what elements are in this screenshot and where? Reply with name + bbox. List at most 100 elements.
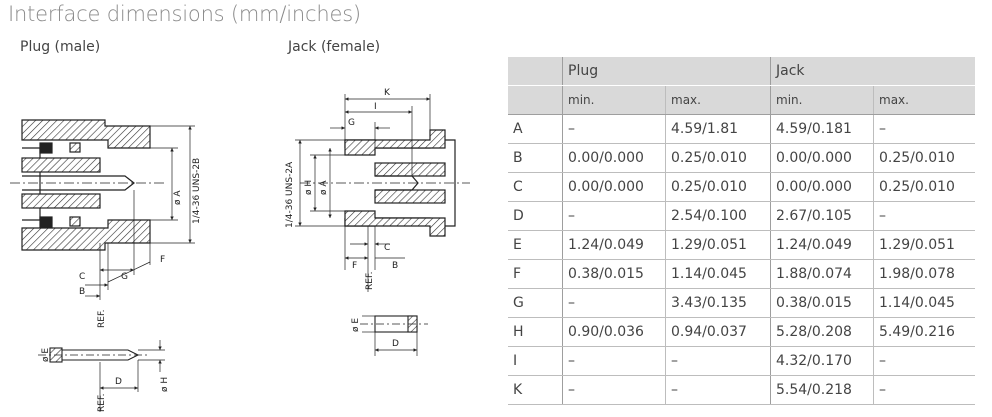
technical-drawing: ø A 1/4-36 UNS-2B C G F B REF. ø E D ø H… xyxy=(10,88,470,412)
jack-label-H: ø H xyxy=(304,180,314,195)
cell: 1.14/0.045 xyxy=(873,288,975,318)
cell: – xyxy=(562,288,666,318)
cell: – xyxy=(665,375,771,405)
jack-label-D: D xyxy=(392,339,399,349)
cell: 4.59/0.181 xyxy=(770,114,874,144)
table-sub-header: min. max. min. max. xyxy=(508,85,975,115)
cell: 0.00/0.000 xyxy=(562,172,666,202)
cell: 5.28/0.208 xyxy=(770,317,874,347)
cell: 1.24/0.049 xyxy=(562,230,666,260)
jack-label-B: B xyxy=(392,261,398,271)
plug-label-B: B xyxy=(79,287,85,297)
jack-label-I: I xyxy=(374,102,377,112)
plug-pin-detail xyxy=(38,340,165,412)
cell: 3.43/0.135 xyxy=(665,288,771,318)
table-group-header: Plug Jack xyxy=(508,57,975,86)
cell: – xyxy=(665,346,771,376)
header-jack-min: min. xyxy=(770,85,874,115)
cell: – xyxy=(873,201,975,231)
cell: 1.98/0.078 xyxy=(873,259,975,289)
dimensions-table: Plug Jack min. max. min. max. A–4.59/1.8… xyxy=(508,57,975,405)
cell: – xyxy=(562,346,666,376)
table-row: I––4.32/0.170– xyxy=(508,346,975,376)
cell: 1.29/0.051 xyxy=(873,230,975,260)
plug-label: Plug (male) xyxy=(20,39,101,55)
plug-label-C: C xyxy=(79,272,85,282)
cell: 0.25/0.010 xyxy=(665,143,771,173)
row-label: E xyxy=(508,230,563,260)
jack-label-A: ø A xyxy=(319,180,329,195)
cell: 0.00/0.000 xyxy=(770,172,874,202)
plug-label-G: G xyxy=(121,272,128,282)
cell: 0.00/0.000 xyxy=(562,143,666,173)
cell: – xyxy=(562,375,666,405)
page-title: Interface dimensions (mm/inches) xyxy=(8,2,361,26)
jack-label-G: G xyxy=(348,118,355,128)
cell: 2.54/0.100 xyxy=(665,201,771,231)
cell: 2.67/0.105 xyxy=(770,201,874,231)
header-jack-max: max. xyxy=(873,85,975,115)
cell: – xyxy=(873,375,975,405)
plug-label-A: ø A xyxy=(173,190,183,205)
header-jack: Jack xyxy=(770,57,975,86)
cell: 0.25/0.010 xyxy=(873,172,975,202)
jack-label-C: C xyxy=(384,243,390,253)
row-label: D xyxy=(508,201,563,231)
jack-label-ref: REF. xyxy=(365,271,375,290)
cell: – xyxy=(873,346,975,376)
jack-drawing xyxy=(295,94,470,292)
cell: 0.38/0.015 xyxy=(562,259,666,289)
cell: 0.38/0.015 xyxy=(770,288,874,318)
cell: – xyxy=(562,201,666,231)
row-label: K xyxy=(508,375,563,405)
plug-label-D: D xyxy=(115,377,122,387)
plug-label-E: ø E xyxy=(41,348,51,362)
plug-label-ref: REF. xyxy=(97,309,107,328)
jack-label-K: K xyxy=(384,88,391,98)
header-plug: Plug xyxy=(562,57,771,86)
jack-insert-labels: ø E D xyxy=(351,318,399,349)
cell: 5.49/0.216 xyxy=(873,317,975,347)
jack-label-E: ø E xyxy=(351,318,361,332)
cell: 1.24/0.049 xyxy=(770,230,874,260)
cell: 1.88/0.074 xyxy=(770,259,874,289)
plug-pin-labels: ø E D ø H REF. xyxy=(41,348,170,412)
row-label: I xyxy=(508,346,563,376)
plug-dimension-labels: ø A 1/4-36 UNS-2B C G F B REF. xyxy=(79,158,202,328)
cell: 1.29/0.051 xyxy=(665,230,771,260)
jack-dimension-labels: K I G 1/4-36 UNS-2A ø H ø A C F B REF. xyxy=(285,88,398,290)
cell: 0.94/0.037 xyxy=(665,317,771,347)
cell: – xyxy=(562,114,666,144)
cell: 4.32/0.170 xyxy=(770,346,874,376)
cell: 0.00/0.000 xyxy=(770,143,874,173)
jack-label-thread: 1/4-36 UNS-2A xyxy=(285,161,295,228)
plug-label-H: ø H xyxy=(160,377,170,392)
row-label: G xyxy=(508,288,563,318)
row-label: C xyxy=(508,172,563,202)
jack-label-F: F xyxy=(352,261,357,271)
row-label: B xyxy=(508,143,563,173)
cell: 0.25/0.010 xyxy=(665,172,771,202)
jack-label: Jack (female) xyxy=(288,39,381,55)
table-row: K––5.54/0.218– xyxy=(508,375,975,405)
row-label: H xyxy=(508,317,563,347)
row-label: A xyxy=(508,114,563,144)
cell: – xyxy=(873,114,975,144)
plug-drawing xyxy=(10,119,195,300)
row-label: F xyxy=(508,259,563,289)
cell: 4.59/1.81 xyxy=(665,114,771,144)
jack-insert-detail xyxy=(360,315,428,356)
cell: 0.25/0.010 xyxy=(873,143,975,173)
header-plug-min: min. xyxy=(562,85,666,115)
plug-label-thread: 1/4-36 UNS-2B xyxy=(192,158,202,224)
header-plug-max: max. xyxy=(665,85,771,115)
cell: 0.90/0.036 xyxy=(562,317,666,347)
